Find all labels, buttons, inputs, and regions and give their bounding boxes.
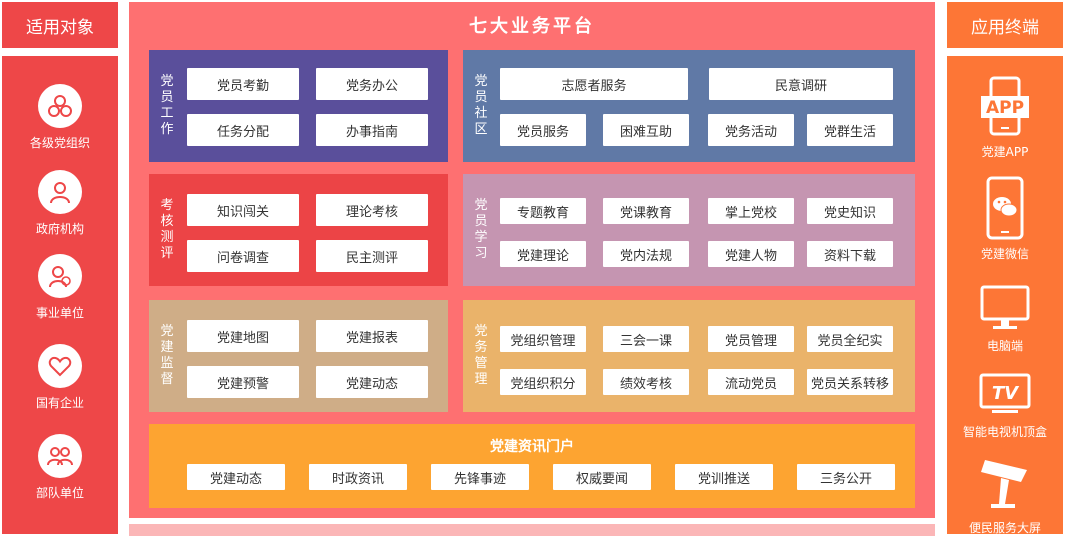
item-transfer-button[interactable]: 党员关系转移	[807, 369, 893, 395]
module-title: 党建监督	[160, 324, 174, 387]
item-disclosure-button[interactable]: 三务公开	[797, 464, 895, 490]
monitor-icon	[980, 285, 1030, 329]
module-party-work: 党员工作 党员考勤 党务办公 任务分配 办事指南	[149, 50, 448, 162]
item-member-manage-button[interactable]: 党员管理	[708, 326, 794, 352]
group-icon	[38, 434, 82, 478]
target-state-enterprise: 国有企业	[2, 344, 118, 411]
module-assessment: 考核测评 知识闯关 理论考核 问卷调查 民主测评	[149, 174, 448, 286]
bottom-divider	[129, 524, 935, 536]
item-task-button[interactable]: 任务分配	[187, 114, 299, 146]
wechat-icon	[986, 176, 1024, 240]
platform-title: 七大业务平台	[469, 16, 595, 37]
item-news-button[interactable]: 党建动态	[316, 366, 428, 398]
app-badge: APP	[986, 98, 1024, 118]
terminal-tv: TV 智能电视机顶盒	[947, 372, 1063, 440]
terminal-label: 党建微信	[980, 247, 1029, 261]
item-mobile-school-button[interactable]: 掌上党校	[708, 198, 794, 224]
module-community: 党员社区 志愿者服务 民意调研 党员服务 困难互助 党务活动 党群生活	[463, 50, 915, 162]
item-pioneer-button[interactable]: 先锋事迹	[431, 464, 529, 490]
module-title: 党务管理	[474, 324, 488, 387]
item-survey-button[interactable]: 民意调研	[709, 68, 893, 100]
tv-icon: TV	[979, 373, 1031, 413]
target-institution: 事业单位	[2, 254, 118, 321]
item-history-button[interactable]: 党史知识	[807, 198, 893, 224]
item-attendance-button[interactable]: 党员考勤	[187, 68, 299, 100]
item-mobile-member-button[interactable]: 流动党员	[708, 369, 794, 395]
target-label: 部队单位	[35, 486, 84, 500]
item-politics-button[interactable]: 时政资讯	[309, 464, 407, 490]
terminal-label: 便民服务大屏	[968, 521, 1041, 535]
module-study: 党员学习 专题教育 党课教育 掌上党校 党史知识 党建理论 党内法规 党建人物 …	[463, 174, 915, 286]
module-supervision: 党建监督 党建地图 党建报表 党建预警 党建动态	[149, 300, 448, 412]
terminal-app: APP 党建APP	[947, 76, 1063, 160]
item-questionnaire-button[interactable]: 问卷调查	[187, 240, 299, 272]
module-management: 党务管理 党组织管理 三会一课 党员管理 党员全纪实 党组织积分 绩效考核 流动…	[463, 300, 915, 412]
item-warning-button[interactable]: 党建预警	[187, 366, 299, 398]
heart-icon	[38, 344, 82, 388]
target-party-organization: 各级党组织	[2, 84, 118, 151]
item-guide-button[interactable]: 办事指南	[316, 114, 428, 146]
item-people-button[interactable]: 党建人物	[708, 241, 794, 267]
item-org-manage-button[interactable]: 党组织管理	[500, 326, 586, 352]
item-map-button[interactable]: 党建地图	[187, 320, 299, 352]
module-title: 党员学习	[474, 198, 488, 261]
item-member-service-button[interactable]: 党员服务	[500, 114, 586, 146]
target-label: 事业单位	[35, 306, 84, 320]
terminal-header: 应用终端	[947, 2, 1063, 48]
item-activity-button[interactable]: 党务活动	[708, 114, 794, 146]
tv-badge: TV	[992, 383, 1020, 404]
target-government: 政府机构	[2, 170, 118, 237]
platform-area: 七大业务平台 党员工作 党员考勤 党务办公 任务分配 办事指南 党员社区 志愿者…	[129, 2, 935, 518]
terminal-kiosk: 便民服务大屏	[947, 456, 1063, 536]
item-volunteer-button[interactable]: 志愿者服务	[500, 68, 688, 100]
item-portal-news-button[interactable]: 党建动态	[187, 464, 285, 490]
target-military: 部队单位	[2, 434, 118, 501]
phone-app-icon: APP	[981, 76, 1029, 136]
module-title: 党员工作	[160, 74, 174, 137]
module-portal: 党建资讯门户 党建动态 时政资讯 先锋事迹 权威要闻 党训推送 三务公开	[149, 424, 915, 508]
organization-icon	[38, 84, 82, 128]
item-meetings-button[interactable]: 三会一课	[603, 326, 689, 352]
kiosk-icon	[981, 460, 1027, 508]
item-evaluation-button[interactable]: 民主测评	[316, 240, 428, 272]
terminal-label: 党建APP	[981, 145, 1029, 159]
target-label: 政府机构	[35, 222, 84, 236]
module-title: 党建资讯门户	[490, 439, 574, 455]
target-label: 各级党组织	[29, 136, 90, 150]
item-theory-exam-button[interactable]: 理论考核	[316, 194, 428, 226]
item-topic-edu-button[interactable]: 专题教育	[500, 198, 586, 224]
terminal-label: 智能电视机顶盒	[962, 425, 1047, 439]
item-regulation-button[interactable]: 党内法规	[603, 241, 689, 267]
item-life-button[interactable]: 党群生活	[807, 114, 893, 146]
module-title: 党员社区	[474, 74, 488, 137]
item-headlines-button[interactable]: 权威要闻	[553, 464, 651, 490]
terminal-desktop: 电脑端	[947, 284, 1063, 354]
item-office-button[interactable]: 党务办公	[316, 68, 428, 100]
terminal-label: 电脑端	[986, 339, 1023, 353]
item-org-points-button[interactable]: 党组织积分	[500, 369, 586, 395]
item-performance-button[interactable]: 绩效考核	[603, 369, 689, 395]
terminal-panel: APP 党建APP 党建微信 电脑端 TV 智能电视机顶盒	[947, 56, 1063, 536]
item-training-button[interactable]: 党训推送	[675, 464, 773, 490]
item-record-button[interactable]: 党员全纪实	[807, 326, 893, 352]
item-report-button[interactable]: 党建报表	[316, 320, 428, 352]
item-theory-button[interactable]: 党建理论	[500, 241, 586, 267]
item-mutual-aid-button[interactable]: 困难互助	[603, 114, 689, 146]
item-lecture-button[interactable]: 党课教育	[603, 198, 689, 224]
module-title: 考核测评	[160, 198, 174, 261]
target-label: 国有企业	[35, 396, 84, 410]
target-header: 适用对象	[2, 2, 118, 48]
item-quiz-button[interactable]: 知识闯关	[187, 194, 299, 226]
institution-person-icon	[38, 254, 82, 298]
item-download-button[interactable]: 资料下载	[807, 241, 893, 267]
terminal-wechat: 党建微信	[947, 176, 1063, 262]
government-person-icon	[38, 170, 82, 214]
target-panel: 各级党组织 政府机构 事业单位 国有企业 部队单位	[2, 56, 118, 534]
